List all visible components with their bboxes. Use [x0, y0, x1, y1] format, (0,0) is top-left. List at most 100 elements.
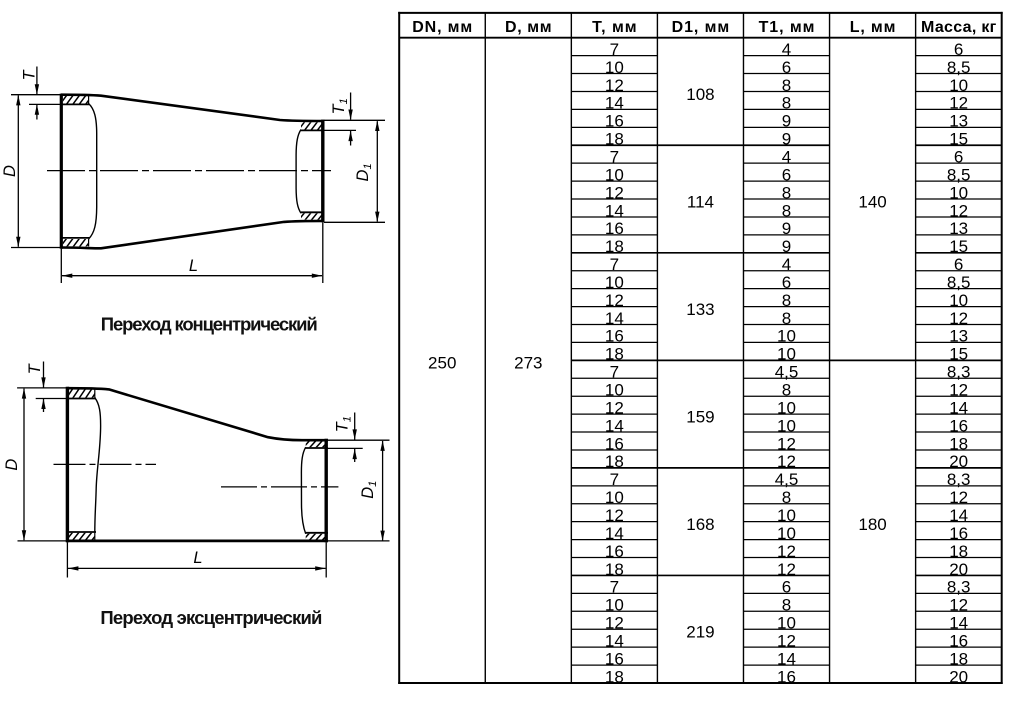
- svg-text:12: 12: [777, 631, 796, 650]
- svg-text:14: 14: [949, 614, 968, 633]
- svg-text:D: D: [3, 459, 21, 471]
- svg-text:18: 18: [949, 434, 968, 453]
- svg-text:D, мм: D, мм: [505, 19, 552, 36]
- svg-text:18: 18: [949, 649, 968, 668]
- svg-text:8: 8: [782, 94, 791, 113]
- svg-text:16: 16: [949, 631, 968, 650]
- svg-text:12: 12: [777, 452, 796, 471]
- svg-text:8: 8: [782, 309, 791, 328]
- svg-text:L: L: [189, 257, 198, 275]
- svg-text:7: 7: [610, 147, 619, 166]
- svg-text:T1, мм: T1, мм: [759, 19, 815, 36]
- svg-text:D: D: [1, 165, 19, 177]
- svg-text:18: 18: [605, 130, 624, 149]
- svg-text:4: 4: [782, 40, 791, 59]
- svg-text:10: 10: [777, 398, 796, 417]
- svg-text:12: 12: [605, 398, 624, 417]
- svg-text:D1: D1: [354, 163, 374, 181]
- svg-text:10: 10: [605, 488, 624, 507]
- svg-text:8: 8: [782, 183, 791, 202]
- svg-text:16: 16: [949, 416, 968, 435]
- svg-text:8: 8: [782, 201, 791, 220]
- svg-text:18: 18: [605, 237, 624, 256]
- svg-text:Переход эксцентрический: Переход эксцентрический: [100, 607, 322, 628]
- svg-text:L: L: [193, 549, 202, 567]
- svg-text:18: 18: [605, 452, 624, 471]
- svg-text:6: 6: [782, 578, 791, 597]
- svg-text:20: 20: [949, 452, 968, 471]
- svg-text:12: 12: [605, 506, 624, 525]
- svg-text:10: 10: [777, 506, 796, 525]
- svg-text:8,5: 8,5: [947, 58, 971, 77]
- svg-text:6: 6: [782, 58, 791, 77]
- svg-text:DN, мм: DN, мм: [412, 19, 472, 36]
- svg-text:12: 12: [949, 596, 968, 615]
- svg-text:273: 273: [514, 354, 542, 373]
- svg-text:10: 10: [605, 596, 624, 615]
- svg-text:10: 10: [605, 165, 624, 184]
- svg-text:8: 8: [782, 596, 791, 615]
- svg-text:159: 159: [686, 407, 714, 426]
- svg-text:9: 9: [782, 219, 791, 238]
- svg-text:8,3: 8,3: [947, 363, 971, 382]
- svg-text:6: 6: [954, 40, 963, 59]
- svg-text:7: 7: [610, 470, 619, 489]
- svg-text:4,5: 4,5: [775, 363, 799, 382]
- svg-text:10: 10: [949, 76, 968, 95]
- svg-text:133: 133: [686, 300, 714, 319]
- svg-text:7: 7: [610, 255, 619, 274]
- svg-text:12: 12: [605, 291, 624, 310]
- svg-text:12: 12: [949, 381, 968, 400]
- svg-text:219: 219: [686, 623, 714, 642]
- svg-text:10: 10: [949, 183, 968, 202]
- svg-text:180: 180: [858, 515, 886, 534]
- svg-text:6: 6: [954, 255, 963, 274]
- svg-text:16: 16: [605, 434, 624, 453]
- svg-text:Масса, кг: Масса, кг: [921, 19, 997, 36]
- svg-text:20: 20: [949, 560, 968, 579]
- svg-text:9: 9: [782, 112, 791, 131]
- svg-text:8: 8: [782, 381, 791, 400]
- svg-text:T, мм: T, мм: [592, 19, 637, 36]
- svg-text:8,5: 8,5: [947, 165, 971, 184]
- svg-text:250: 250: [428, 354, 456, 373]
- svg-text:16: 16: [949, 524, 968, 543]
- svg-text:16: 16: [605, 219, 624, 238]
- svg-text:18: 18: [605, 345, 624, 364]
- svg-text:12: 12: [605, 183, 624, 202]
- svg-text:T1: T1: [330, 98, 350, 114]
- svg-text:14: 14: [605, 631, 624, 650]
- svg-text:15: 15: [949, 237, 968, 256]
- svg-text:18: 18: [605, 560, 624, 579]
- svg-text:10: 10: [605, 58, 624, 77]
- svg-text:13: 13: [949, 219, 968, 238]
- svg-text:13: 13: [949, 112, 968, 131]
- svg-text:12: 12: [949, 309, 968, 328]
- svg-text:15: 15: [949, 345, 968, 364]
- svg-text:D1, мм: D1, мм: [672, 19, 730, 36]
- svg-text:6: 6: [954, 147, 963, 166]
- svg-text:168: 168: [686, 515, 714, 534]
- svg-text:T: T: [26, 362, 44, 374]
- svg-text:14: 14: [605, 94, 624, 113]
- svg-text:14: 14: [949, 506, 968, 525]
- svg-text:16: 16: [605, 649, 624, 668]
- svg-text:10: 10: [777, 345, 796, 364]
- svg-text:10: 10: [605, 273, 624, 292]
- svg-text:108: 108: [686, 85, 714, 104]
- svg-text:8,5: 8,5: [947, 273, 971, 292]
- svg-text:140: 140: [858, 192, 886, 211]
- svg-text:12: 12: [949, 94, 968, 113]
- svg-text:D1: D1: [359, 481, 379, 499]
- svg-text:9: 9: [782, 130, 791, 149]
- svg-text:13: 13: [949, 327, 968, 346]
- svg-text:12: 12: [949, 488, 968, 507]
- svg-text:6: 6: [782, 165, 791, 184]
- svg-text:14: 14: [605, 416, 624, 435]
- svg-text:16: 16: [605, 112, 624, 131]
- svg-text:16: 16: [605, 542, 624, 561]
- svg-text:8: 8: [782, 76, 791, 95]
- svg-text:4,5: 4,5: [775, 470, 799, 489]
- svg-text:10: 10: [777, 614, 796, 633]
- svg-text:12: 12: [949, 201, 968, 220]
